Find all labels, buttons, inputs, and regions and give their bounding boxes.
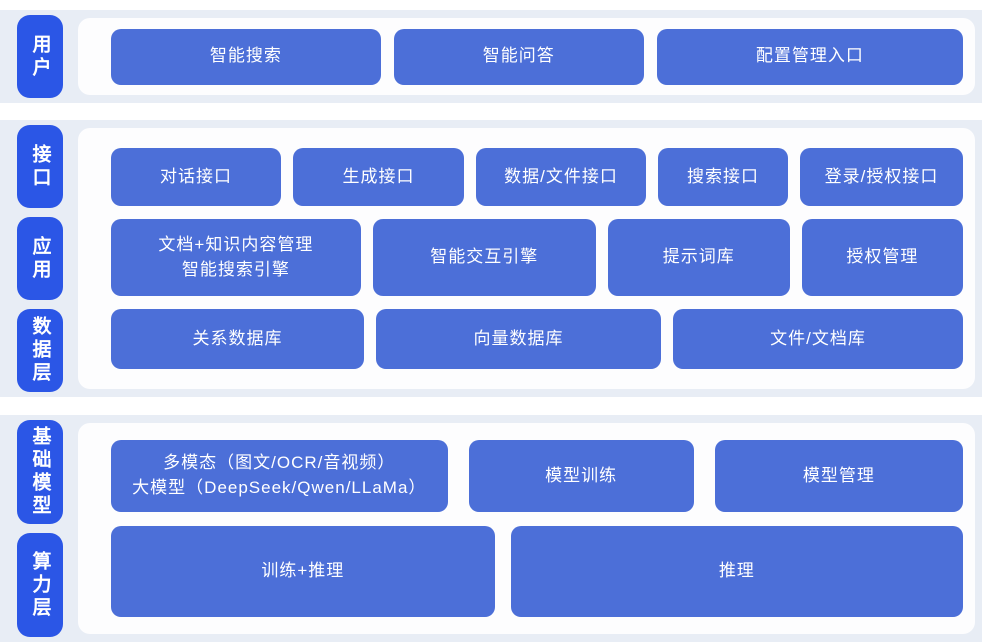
layer-label-foundation-model: 基础模型 <box>17 420 63 524</box>
block-login-auth-api: 登录/授权接口 <box>800 148 963 206</box>
data-row: 关系数据库 向量数据库 文件/文档库 <box>111 309 963 369</box>
section-bottom-layers: 基础模型 算力层 多模态（图文/OCR/音视频） 大模型（DeepSeek/Qw… <box>0 415 982 642</box>
block-data-file-api: 数据/文件接口 <box>476 148 646 206</box>
compute-row: 训练+推理 推理 <box>111 526 963 617</box>
interface-row: 对话接口 生成接口 数据/文件接口 搜索接口 登录/授权接口 <box>111 148 963 206</box>
block-search-api: 搜索接口 <box>658 148 788 206</box>
block-multimodal-large-model: 多模态（图文/OCR/音视频） 大模型（DeepSeek/Qwen/LLaMa） <box>111 440 448 512</box>
block-vector-database: 向量数据库 <box>376 309 661 369</box>
layer-label-interface: 接口 <box>17 125 63 208</box>
block-file-document-store: 文件/文档库 <box>673 309 963 369</box>
section-user-layer: 用户 智能搜索 智能问答 配置管理入口 <box>0 10 982 103</box>
bottom-layers-panel: 多模态（图文/OCR/音视频） 大模型（DeepSeek/Qwen/LLaMa）… <box>78 423 975 634</box>
block-dialog-api: 对话接口 <box>111 148 281 206</box>
block-inference: 推理 <box>510 526 963 617</box>
layer-label-data: 数据层 <box>17 309 63 392</box>
foundation-model-row: 多模态（图文/OCR/音视频） 大模型（DeepSeek/Qwen/LLaMa）… <box>111 440 964 512</box>
bottom-layer-labels: 基础模型 算力层 <box>17 418 63 639</box>
block-smart-search: 智能搜索 <box>111 28 381 85</box>
block-authorization-management: 授权管理 <box>801 219 963 296</box>
middle-layer-labels: 接口 应用 数据层 <box>17 123 63 394</box>
block-model-training: 模型训练 <box>468 440 694 512</box>
block-prompt-library: 提示词库 <box>607 219 790 296</box>
user-layer-panel: 智能搜索 智能问答 配置管理入口 <box>78 18 975 95</box>
block-training-inference: 训练+推理 <box>111 526 495 617</box>
block-generation-api: 生成接口 <box>293 148 464 206</box>
layer-label-application: 应用 <box>17 217 63 300</box>
user-layer-row: 智能搜索 智能问答 配置管理入口 <box>111 28 963 85</box>
block-relational-database: 关系数据库 <box>111 309 364 369</box>
application-row: 文档+知识内容管理 智能搜索引擎 智能交互引擎 提示词库 授权管理 <box>111 219 963 296</box>
user-layer-labels: 用户 <box>17 13 63 100</box>
block-smart-qa: 智能问答 <box>393 28 644 85</box>
block-smart-interaction-engine: 智能交互引擎 <box>372 219 596 296</box>
block-doc-knowledge-search-engine: 文档+知识内容管理 智能搜索引擎 <box>111 219 361 296</box>
block-model-management: 模型管理 <box>714 440 964 512</box>
middle-layers-panel: 对话接口 生成接口 数据/文件接口 搜索接口 登录/授权接口 文档+知识内容管理… <box>78 128 975 389</box>
block-config-management-entry: 配置管理入口 <box>656 28 963 85</box>
layer-label-compute: 算力层 <box>17 533 63 637</box>
section-middle-layers: 接口 应用 数据层 对话接口 生成接口 数据/文件接口 搜索接口 登录/授权接口… <box>0 120 982 397</box>
layer-label-user: 用户 <box>17 15 63 98</box>
